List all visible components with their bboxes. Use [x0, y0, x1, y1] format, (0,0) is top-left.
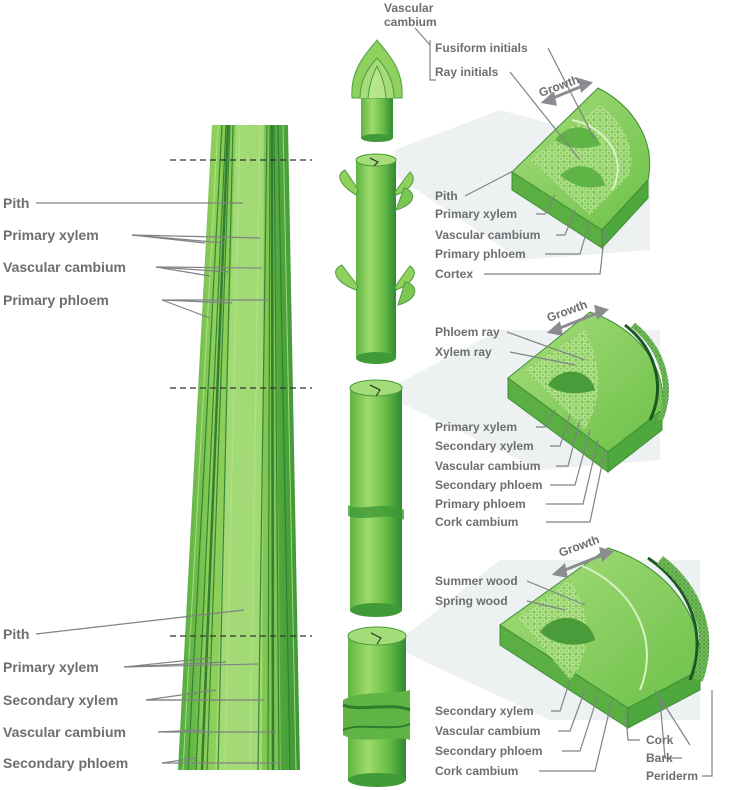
apical-bud	[351, 39, 403, 142]
left-leaders	[35, 202, 283, 764]
label-s2-vascular-cambium: Vascular cambium	[435, 459, 541, 473]
wedge-young	[511, 87, 651, 250]
growth-arrows	[540, 77, 615, 578]
label-s3-bark: Bark	[646, 751, 673, 765]
label-vascular-cambium-top: Vascular cambium	[3, 259, 126, 275]
label-s2-phloem-ray: Phloem ray	[435, 325, 500, 339]
label-s3-vascular-cambium: Vascular cambium	[435, 724, 541, 738]
label-ray-initials: Ray initials	[435, 65, 499, 79]
tapered-stem	[178, 124, 300, 771]
label-pith-top: Pith	[3, 195, 30, 211]
label-s1-primary-phloem: Primary phloem	[435, 247, 526, 261]
label-s3-secondary-xylem: Secondary xylem	[435, 704, 534, 718]
label-s3-secondary-phloem: Secondary phloem	[435, 744, 543, 758]
label-s2-secondary-xylem: Secondary xylem	[435, 439, 534, 453]
label-s2-xylem-ray: Xylem ray	[435, 345, 492, 359]
label-s3-cork: Cork	[646, 733, 674, 747]
label-s3-cork-cambium: Cork cambium	[435, 764, 519, 778]
label-s1-primary-xylem: Primary xylem	[435, 207, 518, 221]
label-s1-cortex: Cortex	[435, 267, 474, 281]
wedge-secondary	[507, 311, 669, 474]
right-leaders	[414, 27, 713, 777]
label-vascular-cambium-bottom: Vascular cambium	[3, 724, 126, 740]
label-s2-cork-cambium: Cork cambium	[435, 515, 519, 529]
section-lines	[170, 159, 312, 637]
label-fusiform-initials: Fusiform initials	[435, 41, 528, 55]
young-stem-segment	[335, 153, 416, 364]
label-s3-periderm: Periderm	[646, 769, 699, 783]
label-primary-xylem-bottom: Primary xylem	[3, 659, 99, 675]
stem-segment-secondary	[348, 379, 404, 617]
label-secondary-xylem-bottom: Secondary xylem	[3, 692, 119, 708]
label-s2-secondary-phloem: Secondary phloem	[435, 478, 543, 492]
label-s1-vascular-cambium: Vascular cambium	[435, 228, 541, 242]
label-s3-spring-wood: Spring wood	[435, 594, 508, 608]
stem-segment-mature	[342, 626, 411, 787]
label-vascular-cambium-callout: Vascular cambium	[384, 1, 437, 29]
label-s2-primary-phloem: Primary phloem	[435, 497, 526, 511]
label-s3-summer-wood: Summer wood	[435, 574, 518, 588]
label-primary-xylem-top: Primary xylem	[3, 227, 99, 243]
label-secondary-phloem-bottom: Secondary phloem	[3, 755, 129, 771]
label-pith-bottom: Pith	[3, 626, 30, 642]
label-s2-primary-xylem: Primary xylem	[435, 420, 518, 434]
label-primary-phloem-top: Primary phloem	[3, 292, 109, 308]
label-s1-pith: Pith	[435, 189, 458, 203]
